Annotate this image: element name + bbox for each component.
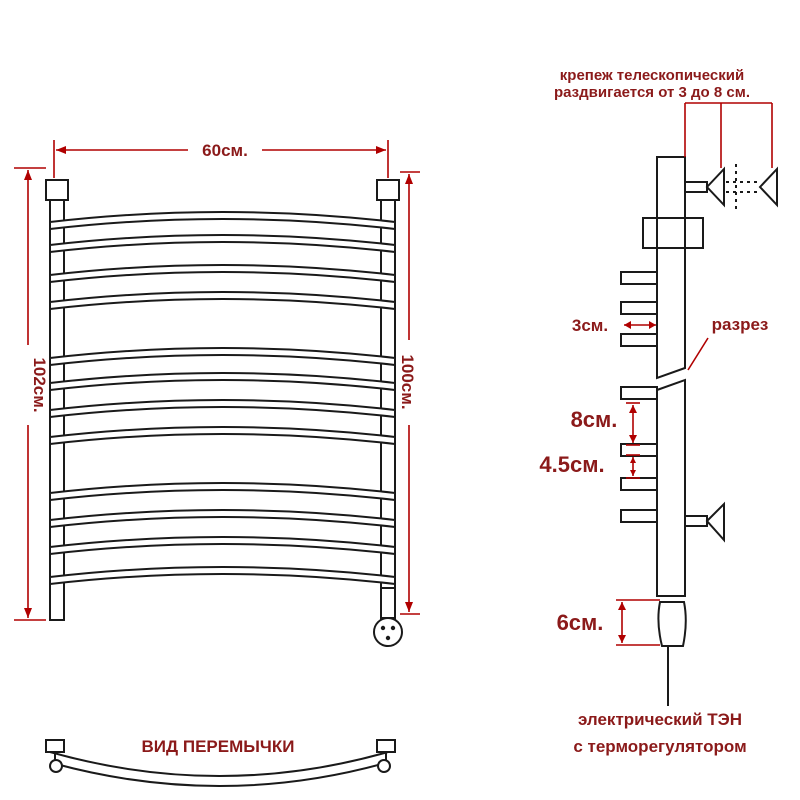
d45-label: 4.5см.: [539, 452, 604, 477]
knob-pin-1: [380, 625, 386, 631]
knob-pin-3: [385, 635, 391, 641]
side-rung-end-6: [620, 477, 658, 491]
d3-label: 3см.: [572, 316, 608, 335]
rung-11: [49, 536, 396, 556]
side-post-lower: [656, 378, 686, 597]
mount-label-line1: крепеж телескопический: [560, 67, 744, 84]
jumper-left-joint: [49, 759, 63, 773]
right-post: [380, 194, 396, 621]
heater-element-icon: [657, 601, 687, 647]
side-rung-ends: [620, 271, 658, 523]
mount-top-cup-icon: [705, 166, 725, 208]
rung-7: [49, 399, 396, 419]
rung-3: [49, 264, 396, 284]
side-rung-end-4: [620, 386, 658, 400]
side-rung-end-5: [620, 443, 658, 457]
front-view: [45, 179, 403, 647]
side-rung-end-1: [620, 271, 658, 285]
side-view: крепеж телескопический раздвигается от 3…: [539, 67, 778, 756]
heater-label-line2: с терморегулятором: [573, 737, 746, 756]
d8-label: 8см.: [571, 407, 618, 432]
knob-pin-2: [390, 625, 396, 631]
side-post-upper: [656, 156, 686, 380]
rung-12: [49, 566, 396, 586]
cut-label: разрез: [712, 315, 769, 334]
rung-4: [49, 291, 396, 311]
jumper-view-label: ВИД ПЕРЕМЫЧКИ: [142, 737, 295, 756]
right-top-cap: [376, 179, 400, 201]
side-rung-end-3: [620, 333, 658, 347]
heater-knob-icon: [373, 617, 403, 647]
side-clamp: [642, 217, 704, 249]
jumper-left-bracket: [45, 739, 65, 753]
left-top-cap: [45, 179, 69, 201]
mount-top-rod: [684, 181, 708, 193]
rung-2: [49, 234, 396, 254]
height-left-label: 102см.: [30, 357, 49, 412]
rung-8: [49, 426, 396, 446]
mount-bottom-cup-icon: [705, 501, 725, 543]
jumper-right-bracket: [376, 739, 396, 753]
height-right-label: 100см.: [398, 354, 417, 409]
rung-10: [49, 509, 396, 529]
left-height-dimension: 102см.: [14, 167, 49, 621]
mount-top-cup-extended-icon: [758, 166, 778, 208]
heater-label-line1: электрический ТЭН: [578, 710, 742, 729]
right-height-dimension: 100см.: [398, 171, 420, 615]
jumper-view: ВИД ПЕРЕМЫЧКИ: [45, 737, 396, 787]
mount-bottom-rod: [684, 515, 708, 527]
width-dimension: 60см.: [53, 140, 389, 178]
rungs: [49, 211, 396, 586]
side-rung-end-2: [620, 301, 658, 315]
rung-1: [49, 211, 396, 231]
side-rung-end-7: [620, 509, 658, 523]
mount-label-line2: раздвигается от 3 до 8 см.: [554, 84, 750, 101]
jumper-right-joint: [377, 759, 391, 773]
rung-6: [49, 372, 396, 392]
rung-5: [49, 347, 396, 367]
rung-9: [49, 482, 396, 502]
d6-label: 6см.: [557, 610, 604, 635]
heater-stem: [380, 587, 396, 619]
width-label: 60см.: [202, 141, 248, 160]
left-post: [49, 194, 65, 621]
